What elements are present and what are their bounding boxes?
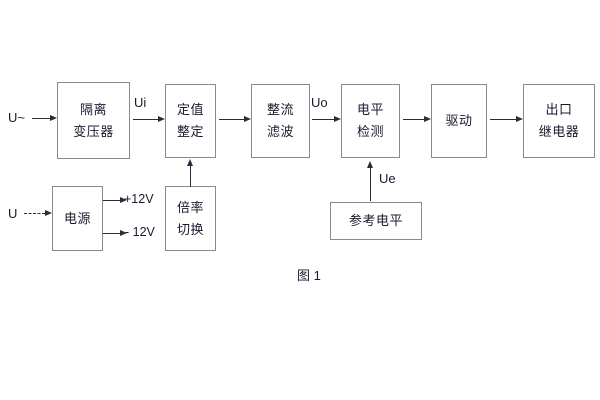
block-isolation-transformer: 隔离 变压器 (57, 82, 130, 159)
block-rectify-filter: 整流 滤波 (251, 84, 310, 158)
arrow-head (120, 197, 127, 203)
block-setting-value: 定值 整定 (165, 84, 216, 158)
rail-label-positive-12v: +12V (124, 192, 154, 206)
block-label-line-2: 整定 (176, 124, 204, 139)
arrow-power-supply-to-positive-rail (103, 197, 127, 204)
arrow-shaft (312, 119, 334, 121)
block-label-line-1: 电源 (63, 210, 91, 226)
arrow-multiplier-switch-to-setting-value (187, 159, 194, 187)
signal-label-ue: Ue (379, 171, 396, 186)
arrow-level-detection-to-drive (403, 116, 431, 123)
block-multiplier-switch: 倍率 切换 (165, 186, 216, 251)
arrow-shaft (190, 165, 192, 187)
arrow-reference-level-to-level-detection (367, 161, 374, 202)
arrow-shaft (32, 118, 50, 120)
arrow-setting-value-to-rectify-filter (219, 116, 251, 123)
input-label-u-dc: U (8, 206, 18, 221)
block-reference-level: 参考电平 (330, 202, 422, 240)
block-label-line-1: 隔离 (79, 101, 107, 117)
arrow-head (158, 116, 165, 122)
block-power-supply: 电源 (52, 186, 103, 251)
signal-label-ui: Ui (134, 95, 147, 110)
arrow-power-supply-to-negative-rail (103, 230, 127, 237)
arrow-input-to-power-supply (24, 210, 52, 217)
arrow-head (367, 161, 373, 168)
arrow-shaft (403, 119, 424, 121)
block-label-line-1: 定值 (176, 102, 204, 118)
arrow-shaft (370, 167, 372, 201)
arrow-shaft (219, 119, 244, 121)
block-label-line-2: 切换 (176, 221, 204, 237)
block-output-relay: 出口 继电器 (523, 84, 595, 158)
block-label-line-1: 出口 (545, 102, 573, 118)
arrow-isolation-transformer-to-setting-value (133, 116, 165, 123)
rail-label-negative-12v: - 12V (125, 225, 155, 239)
arrow-input-to-isolation-transformer (32, 115, 57, 122)
block-label-line-2: 滤波 (266, 124, 294, 139)
block-level-detection: 电平 检测 (341, 84, 400, 158)
block-label-line-1: 电平 (356, 102, 384, 118)
arrow-shaft (490, 119, 516, 121)
block-label-line-1: 参考电平 (348, 213, 403, 229)
arrow-shaft (24, 213, 45, 214)
arrow-head (516, 116, 523, 122)
arrow-shaft (133, 119, 158, 121)
arrow-rectify-filter-to-level-detection (312, 116, 341, 123)
input-label-u-ac: U~ (8, 110, 25, 125)
arrow-shaft (103, 200, 120, 202)
signal-label-uo: Uo (311, 95, 328, 110)
block-drive: 驱动 (431, 84, 487, 158)
arrow-shaft (103, 233, 120, 235)
block-label-line-1: 倍率 (176, 199, 204, 215)
arrow-head (120, 230, 127, 236)
arrow-head (424, 116, 431, 122)
block-label-line-2: 变压器 (73, 123, 114, 139)
arrow-drive-to-output-relay (490, 116, 523, 123)
arrow-head (244, 116, 251, 122)
block-label-line-1: 整流 (266, 102, 294, 118)
figure-caption: 图 1 (297, 268, 321, 283)
block-label-line-2: 继电器 (538, 124, 580, 139)
arrow-head (50, 115, 57, 121)
arrow-head (187, 159, 193, 166)
block-label-line-2: 检测 (356, 124, 384, 139)
arrow-head (45, 210, 52, 216)
arrow-head (334, 116, 341, 122)
block-label-line-1: 驱动 (445, 113, 473, 129)
